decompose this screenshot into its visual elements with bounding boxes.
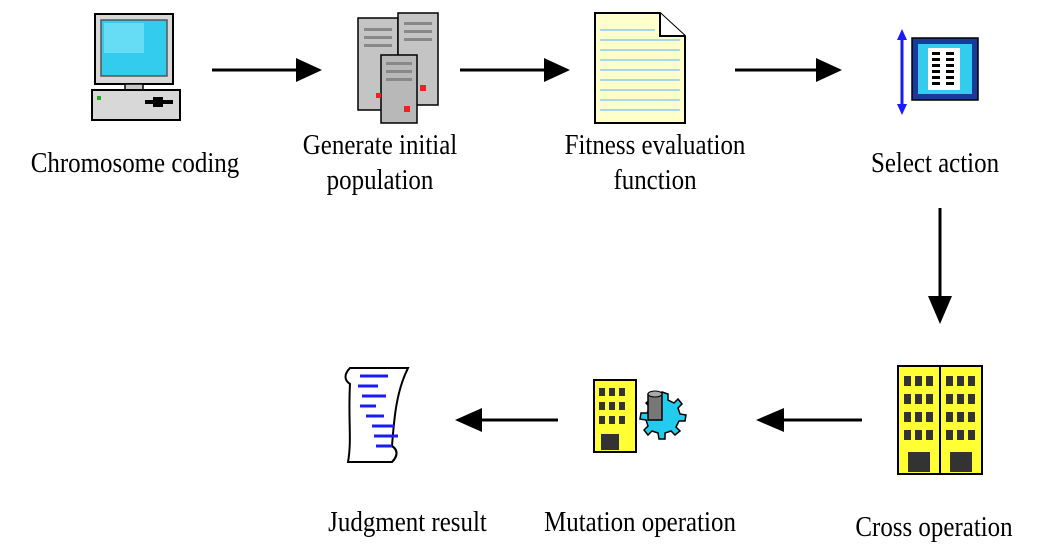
arrow-fitness-to-select <box>735 58 842 82</box>
scroll-icon <box>344 367 410 463</box>
selection-icon <box>897 29 979 115</box>
arrow-mutation-to-judgment <box>455 408 558 432</box>
servers-icon <box>357 12 439 124</box>
step-label-fitness-evaluation-function: Fitness evaluation function <box>564 129 746 196</box>
step-label-cross-operation: Cross operation <box>855 511 1013 543</box>
buildings-icon <box>897 365 983 475</box>
arrow-population-to-fitness <box>460 58 570 82</box>
step-label-select-action: Select action <box>870 147 1000 179</box>
arrow-coding-to-population <box>212 58 322 82</box>
step-label-mutation-operation: Mutation operation <box>544 506 736 538</box>
step-label-judgment-result: Judgment result <box>328 506 487 538</box>
step-label-chromosome-coding: Chromosome coding <box>30 147 240 179</box>
arrow-select-to-cross <box>928 208 952 324</box>
step-label-generate-initial-population: Generate initial population <box>302 129 458 196</box>
building-gear-icon <box>593 379 687 453</box>
document-icon <box>594 12 686 124</box>
computer-icon <box>91 13 181 121</box>
arrow-cross-to-mutation <box>756 408 862 432</box>
